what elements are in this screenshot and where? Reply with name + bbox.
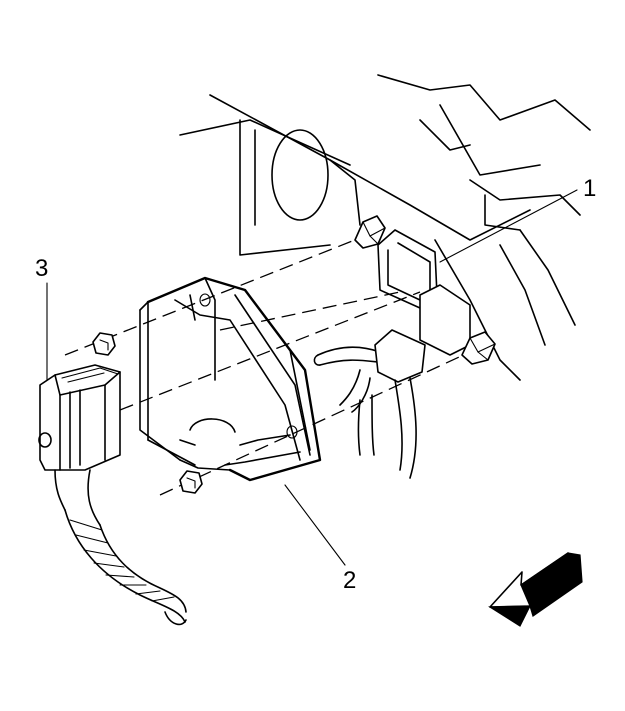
mounting-bracket [377,229,471,356]
callout-label-3: 3 [35,255,48,282]
bolt-icon [461,331,496,365]
module-bracket [139,276,322,482]
vehicle-body-structure [179,74,591,381]
nut-icon [179,470,203,494]
module-wiring-harness [64,509,187,626]
callout-label-2: 2 [343,567,356,594]
control-module [38,364,121,526]
bolt-icon [354,215,386,249]
leader-lines [46,189,578,566]
nut-icon [92,332,116,356]
front-of-vehicle-arrow-icon [488,552,583,627]
callout-label-1: 1 [583,175,596,202]
rear-wiring-harness [313,329,426,479]
